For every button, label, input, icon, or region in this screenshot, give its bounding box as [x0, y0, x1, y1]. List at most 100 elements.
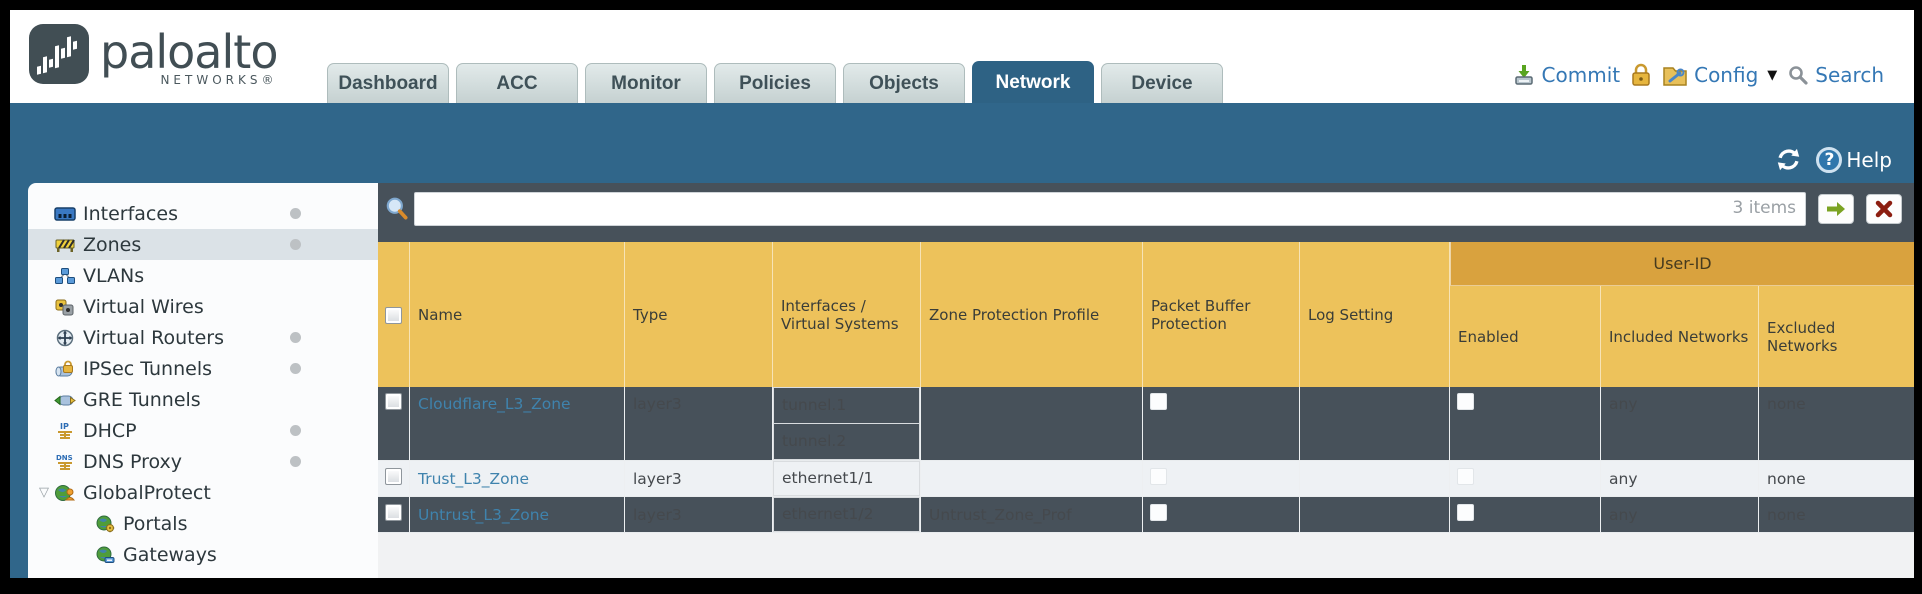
virtual-routers-icon: [56, 329, 74, 346]
commit-button[interactable]: Commit: [1512, 63, 1620, 87]
column-header-enabled[interactable]: Enabled: [1450, 286, 1601, 387]
table-empty-area: [378, 533, 1914, 578]
excluded-networks-value: none: [1767, 395, 1806, 413]
search-label: Search: [1815, 63, 1884, 87]
sidebar-item-virtual-wires[interactable]: Virtual Wires: [28, 291, 378, 322]
sidebar-item-ipsec-tunnels[interactable]: IPSec Tunnels: [28, 353, 378, 384]
vlans-icon: [55, 267, 75, 284]
sidebar-item-dns-proxy[interactable]: DNS DNS Proxy: [28, 446, 378, 477]
column-header-interfaces[interactable]: Interfaces / Virtual Systems: [773, 242, 921, 387]
sidebar-item-label: Zones: [83, 233, 142, 256]
zone-type: layer3: [633, 469, 682, 488]
help-icon: ?: [1816, 146, 1843, 173]
included-networks-value: any: [1609, 469, 1638, 488]
table-row[interactable]: Untrust_L3_Zone layer3 ethernet1/2 Untru…: [378, 497, 1914, 533]
commit-icon: [1514, 65, 1533, 85]
apply-filter-button[interactable]: [1818, 194, 1854, 224]
tab-objects[interactable]: Objects: [843, 63, 965, 103]
zone-name-link[interactable]: Cloudflare_L3_Zone: [418, 395, 571, 413]
interface-cell: ethernet1/1: [773, 461, 920, 496]
paloalto-logo-icon: [29, 24, 89, 84]
tab-monitor[interactable]: Monitor: [585, 63, 707, 103]
column-header-included-networks[interactable]: Included Networks: [1601, 286, 1759, 387]
select-all-header[interactable]: [378, 242, 410, 387]
config-label: Config: [1694, 63, 1759, 87]
status-dot: [290, 425, 301, 436]
column-header-name[interactable]: Name: [410, 242, 625, 387]
virtual-wires-icon: [55, 299, 74, 315]
zones-table: Name Type Interfaces / Virtual Systems Z…: [378, 242, 1914, 533]
svg-text:IP: IP: [60, 422, 69, 431]
column-header-zone-protection-profile[interactable]: Zone Protection Profile: [921, 242, 1143, 387]
zones-icon: [55, 238, 75, 252]
tree-expand-icon[interactable]: ▽: [39, 485, 49, 500]
help-button[interactable]: ? Help: [1816, 146, 1892, 173]
packet-buffer-checkbox[interactable]: [1150, 393, 1167, 410]
sidebar-item-zones[interactable]: Zones: [28, 229, 378, 260]
brand-tagline: NETWORKS®: [160, 73, 278, 87]
portals-icon: [96, 515, 115, 532]
column-group-user-id: User-ID: [1450, 242, 1914, 286]
dhcp-icon: IP: [58, 422, 72, 439]
sidebar-item-label: VLANs: [83, 264, 145, 287]
sidebar-item-vlans[interactable]: VLANs: [28, 260, 378, 291]
sidebar-item-label: IPSec Tunnels: [83, 357, 213, 380]
sidebar-item-label: Gateways: [123, 543, 217, 566]
network-sidebar: Interfaces Zones: [28, 183, 378, 578]
sidebar-item-interfaces[interactable]: Interfaces: [28, 198, 378, 229]
search-icon: [1789, 66, 1808, 85]
tab-dashboard[interactable]: Dashboard: [327, 63, 449, 103]
close-icon: [1875, 200, 1893, 218]
user-id-enabled-checkbox[interactable]: [1457, 504, 1474, 521]
column-header-packet-buffer-protection[interactable]: Packet Buffer Protection: [1143, 242, 1300, 387]
tab-acc[interactable]: ACC: [456, 63, 578, 103]
clear-filter-button[interactable]: [1866, 194, 1902, 224]
row-checkbox[interactable]: [385, 393, 402, 410]
sidebar-item-gre-tunnels[interactable]: GRE Tunnels: [28, 384, 378, 415]
dns-proxy-icon: DNS: [56, 454, 73, 470]
sidebar-item-dhcp[interactable]: IP DHCP: [28, 415, 378, 446]
filter-input[interactable]: [414, 192, 1806, 226]
search-button[interactable]: Search: [1787, 63, 1884, 87]
utility-bar: Commit Config ▼: [1512, 63, 1884, 87]
sidebar-item-gateways[interactable]: Gateways: [28, 539, 378, 570]
refresh-icon[interactable]: [1775, 146, 1802, 173]
svg-text:DNS: DNS: [56, 454, 73, 462]
column-header-log-setting[interactable]: Log Setting: [1300, 242, 1450, 387]
sidebar-item-label: DNS Proxy: [83, 450, 182, 473]
select-all-checkbox[interactable]: [385, 307, 402, 324]
top-bar: paloalto NETWORKS® Dashboard ACC Monitor…: [10, 10, 1914, 103]
zone-name-link[interactable]: Untrust_L3_Zone: [418, 505, 550, 524]
status-dot: [290, 239, 301, 250]
brand-name: paloalto: [100, 25, 278, 79]
lock-icon[interactable]: [1630, 63, 1652, 87]
packet-buffer-checkbox[interactable]: [1150, 468, 1167, 485]
gateways-icon: [96, 546, 115, 563]
column-header-excluded-networks[interactable]: Excluded Networks: [1759, 286, 1914, 387]
primary-nav: Dashboard ACC Monitor Policies Objects N…: [327, 61, 1223, 103]
interfaces-icon: [54, 206, 76, 221]
tab-device[interactable]: Device: [1101, 63, 1223, 103]
sidebar-item-label: DHCP: [83, 419, 137, 442]
tab-policies[interactable]: Policies: [714, 63, 836, 103]
config-menu[interactable]: Config ▼: [1662, 63, 1777, 87]
row-checkbox[interactable]: [385, 468, 402, 485]
sidebar-item-label: GRE Tunnels: [83, 388, 201, 411]
status-dot: [290, 208, 301, 219]
sidebar-item-portals[interactable]: Portals: [28, 508, 378, 539]
row-checkbox[interactable]: [385, 504, 402, 521]
sidebar-item-virtual-routers[interactable]: Virtual Routers: [28, 322, 378, 353]
table-row[interactable]: Cloudflare_L3_Zone layer3 tunnel.1 tunne…: [378, 387, 1914, 461]
sidebar-item-globalprotect[interactable]: ▽ GlobalProtect: [28, 477, 378, 508]
packet-buffer-checkbox[interactable]: [1150, 504, 1167, 521]
user-id-enabled-checkbox[interactable]: [1457, 393, 1474, 410]
zone-name-link[interactable]: Trust_L3_Zone: [418, 469, 529, 488]
interface-cell: tunnel.1: [773, 387, 920, 424]
tab-network[interactable]: Network: [972, 61, 1094, 103]
status-dot: [290, 363, 301, 374]
table-row[interactable]: Trust_L3_Zone layer3 ethernet1/1 any: [378, 461, 1914, 497]
column-header-type[interactable]: Type: [625, 242, 773, 387]
zone-type: layer3: [633, 505, 682, 524]
user-id-enabled-checkbox[interactable]: [1457, 468, 1474, 485]
ipsec-tunnels-icon: [55, 360, 73, 376]
